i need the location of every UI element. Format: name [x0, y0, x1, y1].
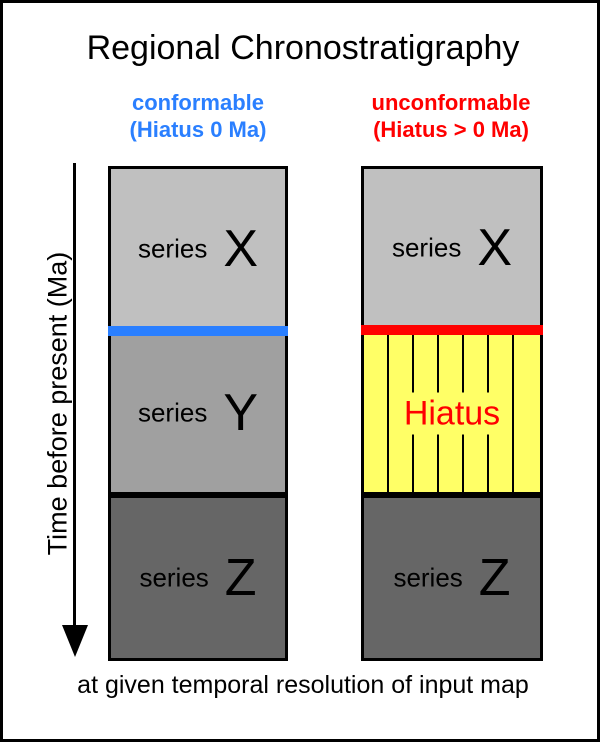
- series-word: series: [137, 233, 208, 263]
- column-header-unconformable: unconformable (Hiatus > 0 Ma): [321, 89, 581, 143]
- hiatus-label: Hiatus: [364, 392, 540, 434]
- header-conformable-line1: conformable: [131, 90, 265, 115]
- series-word: series: [139, 562, 209, 593]
- block-series-x-conformable: series X: [108, 166, 288, 331]
- block-hiatus: Hiatus: [361, 332, 543, 495]
- block-label-series-z: series Z: [364, 548, 540, 608]
- hiatus-label-text: Hiatus: [393, 392, 511, 434]
- series-letter: Z: [224, 549, 257, 607]
- series-word: series: [391, 232, 462, 262]
- block-label-series-x: series X: [111, 219, 285, 279]
- block-series-x-unconformable: series X: [361, 166, 543, 329]
- block-series-y-conformable: series Y: [108, 331, 288, 495]
- series-word: series: [393, 562, 463, 593]
- unconformity-surface-band: [361, 325, 543, 335]
- axis-arrow-icon: [62, 625, 88, 657]
- axis-line: [73, 163, 76, 633]
- hatch-line: [512, 335, 514, 492]
- column-header-conformable: conformable (Hiatus 0 Ma): [78, 89, 318, 143]
- axis-label: Time before present (Ma): [42, 251, 73, 556]
- series-letter: X: [223, 219, 259, 278]
- series-letter: Y: [223, 384, 259, 442]
- hatch-line: [387, 335, 389, 492]
- header-unconformable-line1: unconformable: [371, 90, 531, 115]
- figure-caption: at given temporal resolution of input ma…: [77, 671, 529, 699]
- block-series-z-unconformable: series Z: [361, 495, 543, 661]
- block-label-series-z: series Z: [111, 548, 285, 608]
- block-series-z-conformable: series Z: [108, 495, 288, 661]
- series-letter: Z: [478, 549, 511, 607]
- block-label-series-y: series Y: [111, 383, 285, 443]
- series-word: series: [137, 397, 208, 428]
- page-title: Regional Chronostratigraphy: [86, 29, 520, 67]
- time-axis: Time before present (Ma): [29, 163, 89, 663]
- series-letter: X: [477, 218, 513, 277]
- conformable-contact-band: [108, 326, 288, 336]
- block-label-series-x: series X: [364, 218, 540, 278]
- header-conformable-line2: (Hiatus 0 Ma): [129, 117, 267, 142]
- header-unconformable-line2: (Hiatus > 0 Ma): [373, 117, 529, 142]
